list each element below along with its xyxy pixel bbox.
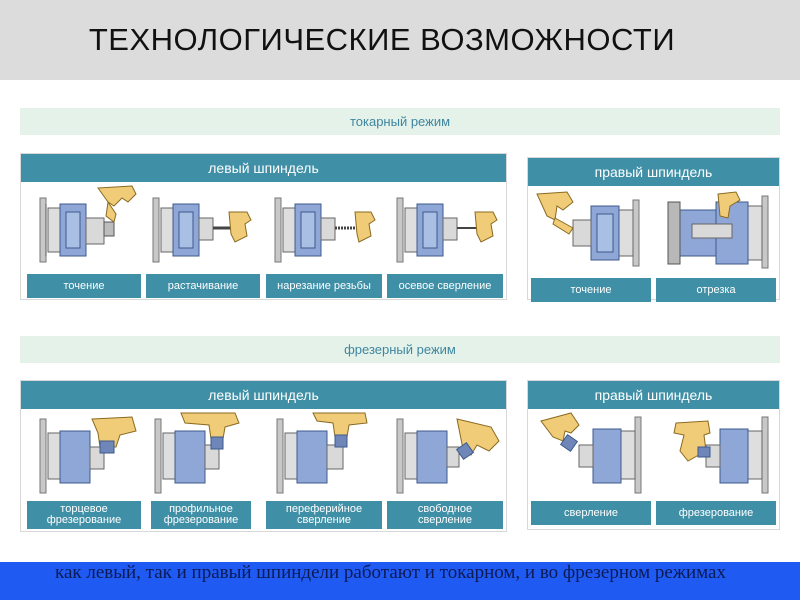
op-label-text: фрезерование (678, 506, 754, 519)
turning-left-spindle-header: левый шпиндель (21, 154, 506, 182)
turning-right-spindle-header: правый шпиндель (528, 158, 779, 186)
milling-right-spindle-header-text: правый шпиндель (594, 387, 713, 403)
turning-right-spindle-header-text: правый шпиндель (594, 164, 713, 180)
milling-right-spindle-panel: правый шпиндель сверление фрезерование (527, 380, 780, 530)
milling-mode-label: фрезерный режим (344, 342, 456, 357)
page-title: ТЕХНОЛОГИЧЕСКИЕ ВОЗМОЖНОСТИ (88, 22, 676, 57)
turning-left-spindle-header-text: левый шпиндель (208, 160, 319, 176)
parting-illustration (667, 191, 769, 269)
op-label-line2: сверление (297, 514, 351, 526)
footer-bar: как левый, так и правый шпиндели работаю… (0, 562, 800, 600)
turning-left-spindle-panel: левый шпиндель т (20, 153, 507, 300)
op-label-line1: торцевое (60, 503, 108, 515)
title-bar: ТЕХНОЛОГИЧЕСКИЕ ВОЗМОЖНОСТИ (0, 0, 800, 80)
milling-left-spindle-header: левый шпиндель (21, 381, 506, 409)
profile-milling-illustration (154, 412, 240, 494)
op-label-right-drilling: сверление (531, 501, 651, 525)
turning-mode-label: токарный режим (349, 114, 451, 129)
op-label-text: точение (63, 279, 105, 292)
peripheral-drilling-illustration (276, 412, 368, 494)
right-milling-illustration (673, 416, 769, 494)
milling-left-spindle-header-text: левый шпиндель (208, 387, 319, 403)
turning-lathe-illustration (39, 185, 137, 263)
op-label-line1: переферийное (285, 503, 363, 515)
op-label-line2: фрезерование (46, 514, 122, 526)
op-label-line2: фрезерование (163, 514, 239, 526)
footer-text: как левый, так и правый шпиндели работаю… (55, 562, 726, 583)
op-label-right-milling: фрезерование (656, 501, 776, 525)
right-drilling-illustration (540, 412, 642, 494)
op-label-line2: сверление (418, 514, 472, 526)
op-label-text: отрезка (696, 283, 736, 296)
turning-mode-bar: токарный режим (20, 108, 780, 135)
op-label-axial-drilling: осевое сверление (387, 274, 503, 298)
op-label-line1: профильное (169, 503, 233, 515)
op-label-text: нарезание резьбы (277, 279, 371, 292)
op-label-boring: растачивание (146, 274, 260, 298)
face-milling-illustration (39, 416, 137, 494)
op-label-text: сверление (564, 506, 618, 519)
turning-right-spindle-panel: правый шпиндель точение отрезка (527, 157, 780, 302)
op-label-turning: точение (27, 274, 141, 298)
op-label-threading: нарезание резьбы (266, 274, 382, 298)
milling-mode-bar: фрезерный режим (20, 336, 780, 363)
free-drilling-illustration (396, 418, 500, 494)
op-label-right-turning: точение (531, 278, 651, 302)
op-label-text: точение (570, 283, 612, 296)
op-label-text: растачивание (167, 279, 239, 292)
milling-right-spindle-header: правый шпиндель (528, 381, 779, 409)
threading-lathe-illustration (274, 197, 376, 263)
op-label-parting: отрезка (656, 278, 776, 302)
axial-drilling-lathe-illustration (396, 197, 498, 263)
op-label-text: осевое сверление (398, 279, 492, 292)
op-label-line1: свободное (417, 503, 473, 515)
right-turning-illustration (536, 191, 640, 267)
boring-lathe-illustration (152, 197, 252, 263)
